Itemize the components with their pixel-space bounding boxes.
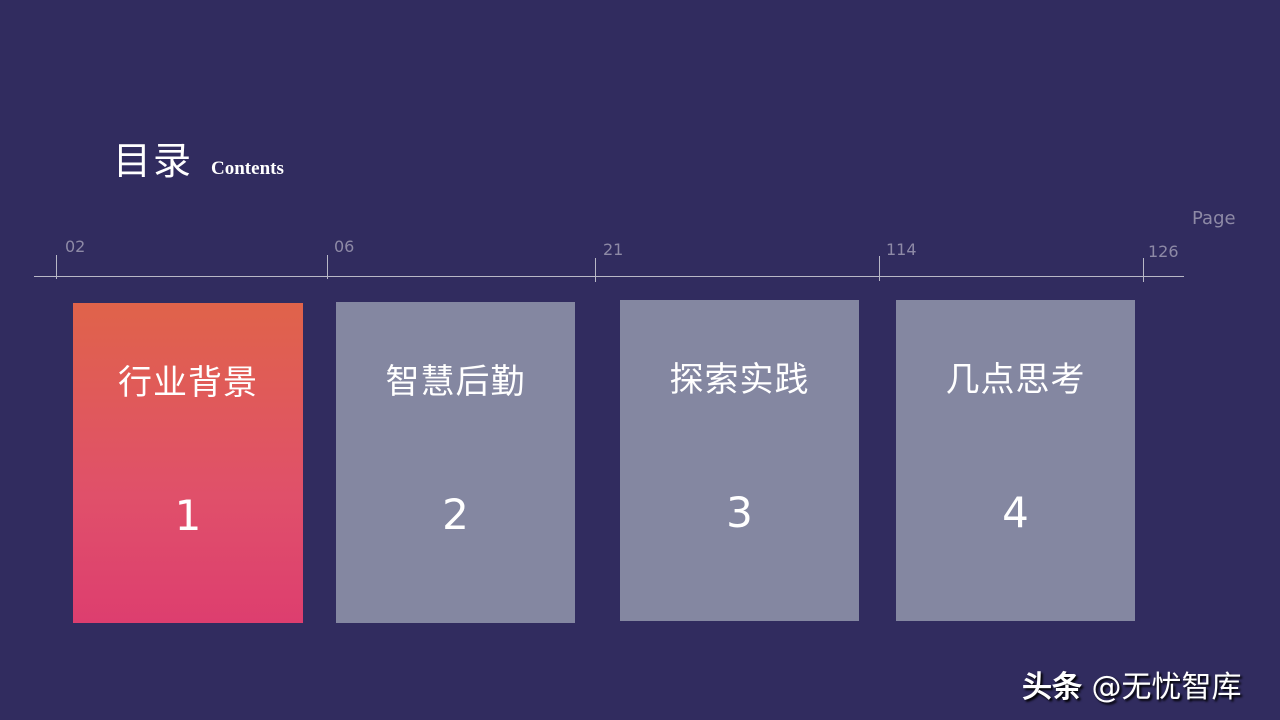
watermark: 头条 @无忧智库 xyxy=(1022,662,1242,706)
section-card-3[interactable]: 探索实践 3 xyxy=(620,300,859,621)
axis-unit-label: Page xyxy=(1192,208,1236,229)
tick-mark xyxy=(56,255,57,279)
title-chinese: 目录 xyxy=(113,139,194,183)
watermark-handle: @无忧智库 xyxy=(1091,670,1242,705)
tick-label: 06 xyxy=(334,237,355,256)
section-number: 3 xyxy=(726,488,753,537)
section-title: 行业背景 xyxy=(118,363,258,403)
axis-line xyxy=(34,276,1184,277)
section-card-2[interactable]: 智慧后勤 2 xyxy=(336,302,575,623)
tick-mark xyxy=(879,256,880,281)
watermark-brand: 头条 xyxy=(1022,670,1082,705)
section-title: 探索实践 xyxy=(669,360,810,400)
title-english: Contents xyxy=(211,158,284,179)
page-title: 目录 Contents xyxy=(113,130,284,185)
tick-mark xyxy=(327,255,328,279)
section-number: 2 xyxy=(442,490,469,539)
tick-mark xyxy=(595,258,596,282)
section-card-4[interactable]: 几点思考 4 xyxy=(896,300,1135,621)
tick-label: 114 xyxy=(886,240,917,259)
section-title: 智慧后勤 xyxy=(385,362,526,402)
section-title: 几点思考 xyxy=(945,360,1086,400)
tick-label: 21 xyxy=(603,240,624,259)
section-card-1[interactable]: 行业背景 1 xyxy=(73,303,303,623)
tick-label: 126 xyxy=(1148,242,1179,261)
tick-label: 02 xyxy=(65,237,86,256)
section-number: 4 xyxy=(1002,488,1029,537)
tick-mark xyxy=(1143,258,1144,282)
section-number: 1 xyxy=(174,491,202,540)
